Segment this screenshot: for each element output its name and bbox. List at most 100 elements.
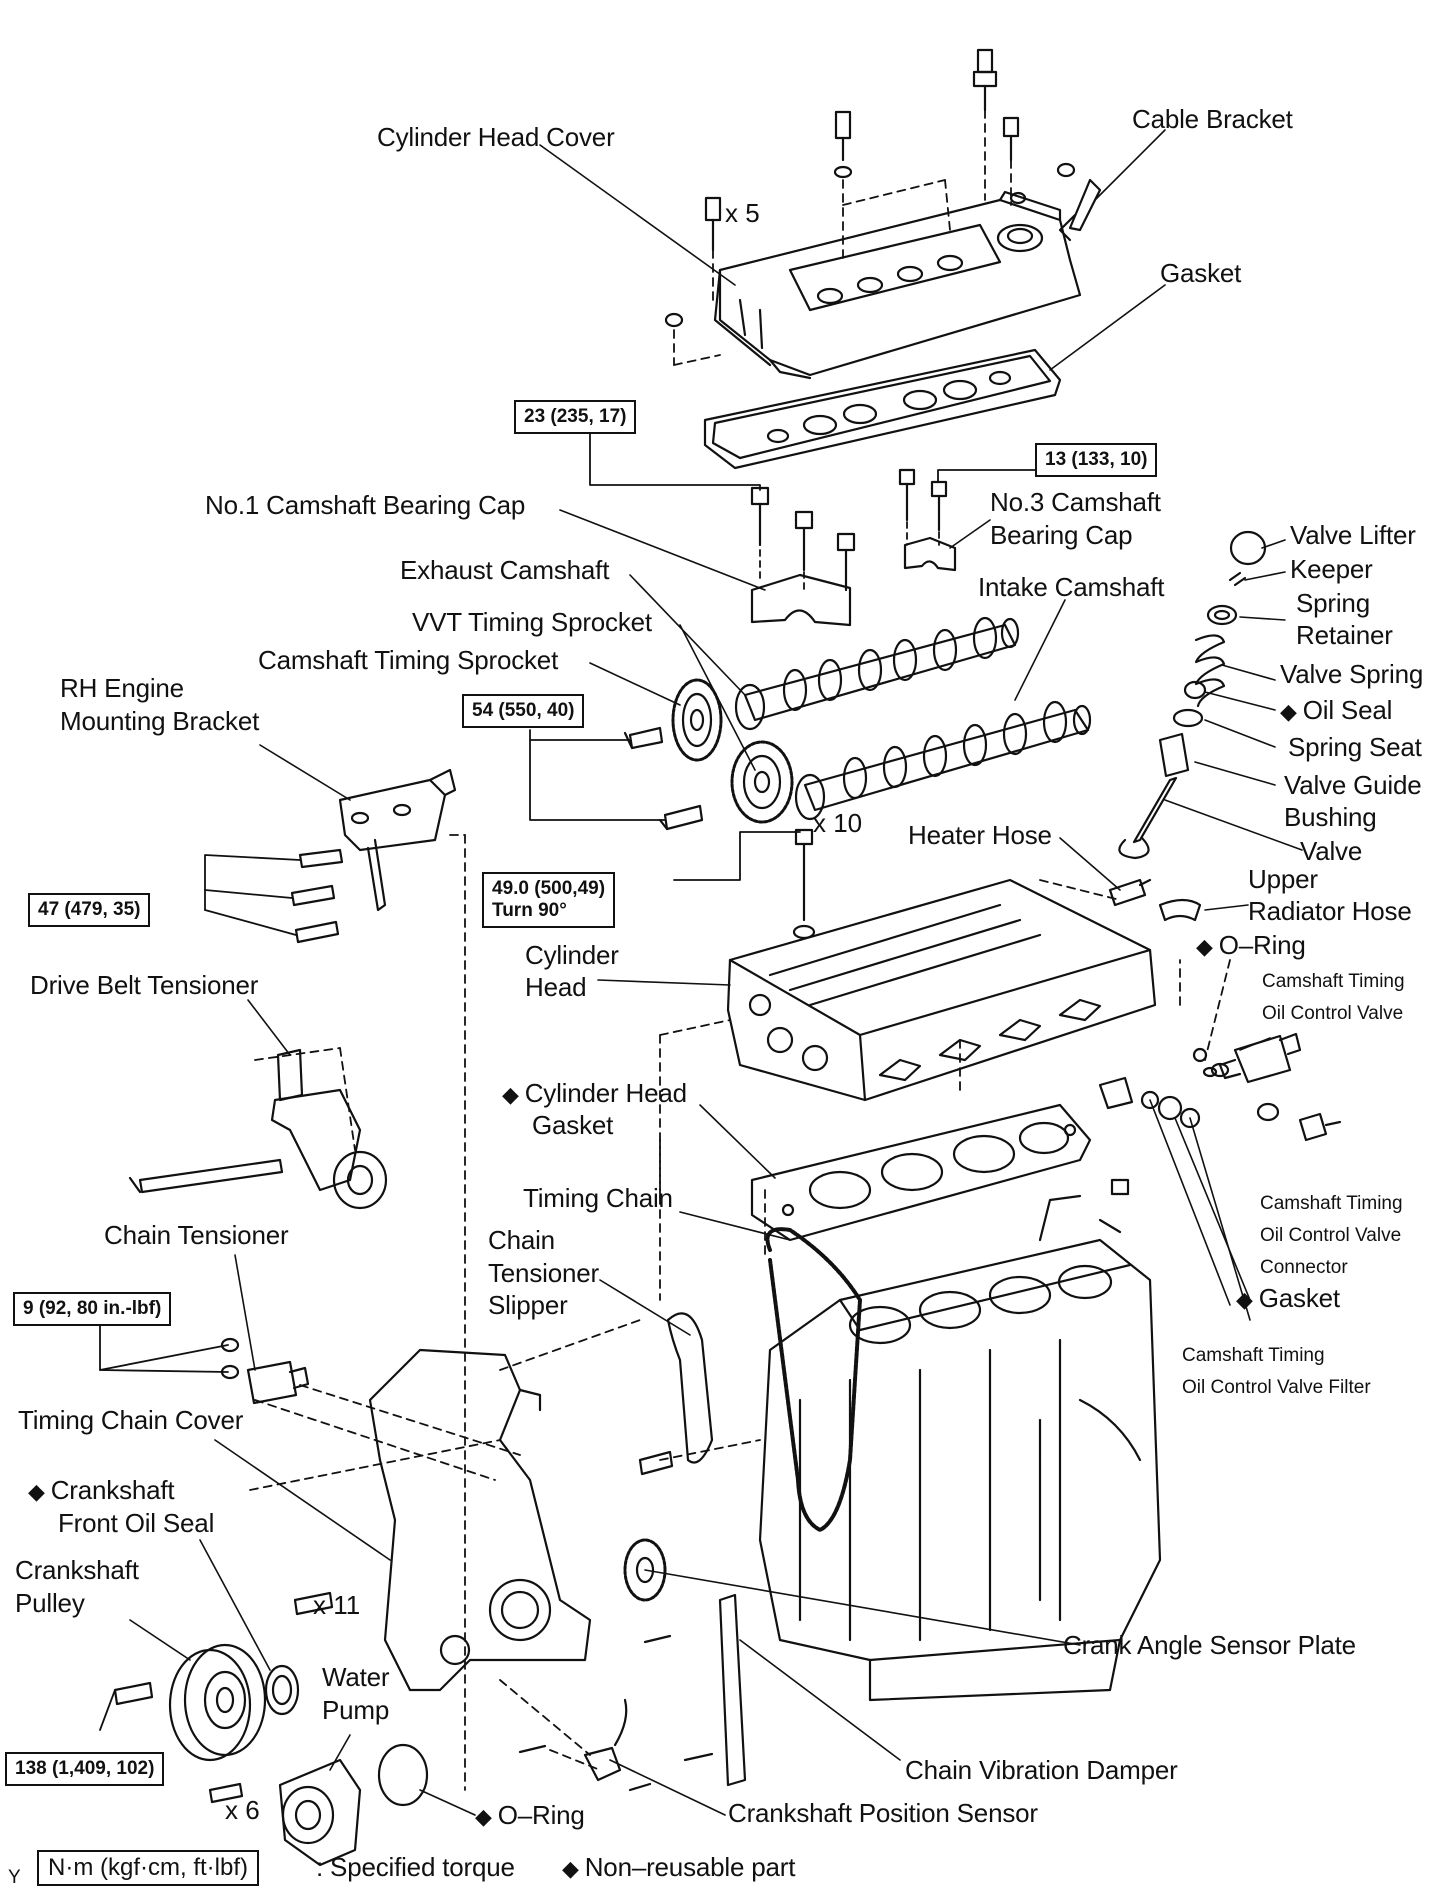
label-cam-ocv-line2: Oil Control Valve xyxy=(1262,1003,1404,1024)
label-valve-guide-line1: Valve Guide xyxy=(1284,770,1422,800)
label-no1-camshaft-bearing-cap: No.1 Camshaft Bearing Cap xyxy=(205,490,526,520)
label-valve-lifter: Valve Lifter xyxy=(1290,520,1416,550)
label-crankshaft-position-sensor: Crankshaft Position Sensor xyxy=(728,1798,1038,1828)
label-spring-seat: Spring Seat xyxy=(1288,732,1422,762)
chain-vibration-damper-part xyxy=(718,1593,747,1787)
label-cam-ocv-line1: Camshaft Timing xyxy=(1262,971,1405,992)
label-exhaust-camshaft: Exhaust Camshaft xyxy=(400,555,610,585)
label-cylinder-head-gasket-line1: ◆Cylinder Head xyxy=(502,1078,687,1108)
label-intake-camshaft: Intake Camshaft xyxy=(978,572,1165,602)
heater-hose-part xyxy=(1108,878,1152,907)
label-crank-front-seal-line1: ◆Crankshaft xyxy=(28,1475,175,1505)
legend-specified-torque: : Specified torque xyxy=(316,1852,515,1882)
alignment-dash-lines xyxy=(249,834,1231,1791)
qty-x5: x 5 xyxy=(725,198,760,228)
label-cam-ocv-filter-line2: Oil Control Valve Filter xyxy=(1182,1377,1371,1398)
label-valve-guide-line2: Bushing xyxy=(1284,802,1377,832)
label-oil-seal: ◆Oil Seal xyxy=(1280,695,1393,725)
cylinder-head-gasket-part xyxy=(750,1103,1092,1242)
label-gasket-mid: ◆Gasket xyxy=(1236,1283,1340,1313)
label-spring-retainer-line2: Retainer xyxy=(1296,620,1393,650)
cover-gasket-part xyxy=(703,348,1062,470)
torque-box-23: 23 (235, 17) xyxy=(514,400,637,434)
label-vvt-timing-sprocket: VVT Timing Sprocket xyxy=(412,607,652,637)
cylinder-head-cover-part xyxy=(713,190,1082,380)
label-water-pump-line1: Water xyxy=(322,1662,390,1692)
crank-angle-sensor-plate-part xyxy=(623,1538,667,1602)
label-rh-engine-line2: Mounting Bracket xyxy=(60,706,260,736)
exhaust-camshaft-part xyxy=(734,616,1020,731)
torque-49-line1: 49.0 (500,49) xyxy=(492,878,606,899)
label-drive-belt-tensioner: Drive Belt Tensioner xyxy=(30,970,259,1000)
label-oring-top: ◆O–Ring xyxy=(1196,930,1306,960)
intake-camshaft-part xyxy=(794,700,1092,821)
label-heater-hose: Heater Hose xyxy=(908,820,1052,850)
label-crank-pulley-line2: Pulley xyxy=(15,1588,85,1618)
label-cam-ocv-connector-line1: Camshaft Timing xyxy=(1260,1193,1403,1214)
label-upper-radiator-line1: Upper xyxy=(1248,864,1318,894)
label-chain-tensioner: Chain Tensioner xyxy=(104,1220,289,1250)
drive-belt-tensioner-part xyxy=(128,1048,388,1210)
camshaft-timing-sprocket-part xyxy=(671,678,723,762)
torque-leaders xyxy=(99,429,1041,1731)
label-valve: Valve xyxy=(1300,836,1363,866)
torque-box-138: 138 (1,409, 102) xyxy=(5,1752,165,1786)
label-spring-retainer-line1: Spring xyxy=(1296,588,1370,618)
rh-mounting-bracket-part xyxy=(290,768,457,944)
oring-top-part xyxy=(1192,1047,1208,1063)
diamond-icon: ◆ xyxy=(562,1856,579,1881)
label-timing-chain-cover: Timing Chain Cover xyxy=(18,1405,244,1435)
valve-parts xyxy=(1118,530,1267,860)
water-pump-part xyxy=(208,1758,362,1867)
leader-lines xyxy=(129,129,1303,1816)
label-cam-ocv-connector-line2: Oil Control Valve xyxy=(1260,1225,1402,1246)
cover-bolts xyxy=(664,48,1076,328)
label-cylinder-line1: Cylinder xyxy=(525,940,619,970)
label-water-pump-line2: Pump xyxy=(322,1695,390,1725)
no1-cam-cap-part xyxy=(750,486,856,627)
label-crank-front-seal-line2: Front Oil Seal xyxy=(58,1508,215,1538)
engine-block-part xyxy=(758,1178,1162,1702)
cam-ocv-filter-part xyxy=(1098,1076,1201,1129)
label-cam-ocv-filter-line1: Camshaft Timing xyxy=(1182,1345,1325,1366)
label-cam-ocv-connector-line3: Connector xyxy=(1260,1257,1348,1278)
cable-bracket-part xyxy=(1058,178,1102,242)
cover-dash-lines xyxy=(673,109,1012,366)
label-chain-slipper-line1: Chain xyxy=(488,1225,555,1255)
label-cable-bracket: Cable Bracket xyxy=(1132,104,1293,134)
label-rh-engine-line1: RH Engine xyxy=(60,673,184,703)
label-crank-pulley-line1: Crankshaft xyxy=(15,1555,139,1585)
torque-box-13: 13 (133, 10) xyxy=(1035,443,1158,477)
crankshaft-position-sensor-part xyxy=(518,1698,652,1792)
torque-box-9: 9 (92, 80 in.-lbf) xyxy=(13,1292,172,1326)
label-cylinder-line2: Head xyxy=(525,972,587,1002)
label-timing-chain: Timing Chain xyxy=(523,1183,673,1213)
label-crank-angle-sensor-plate: Crank Angle Sensor Plate xyxy=(1063,1630,1356,1660)
torque-box-47: 47 (479, 35) xyxy=(28,893,151,927)
no3-cam-cap-part xyxy=(898,468,957,572)
crankshaft-pulley-part xyxy=(113,1643,267,1762)
label-camshaft-timing-sprocket: Camshaft Timing Sprocket xyxy=(258,645,559,675)
upper-radiator-hose-part xyxy=(1158,898,1202,922)
label-chain-slipper-line2: Tensioner xyxy=(488,1258,599,1288)
label-gasket-top: Gasket xyxy=(1160,258,1242,288)
qty-x6: x 6 xyxy=(225,1795,260,1825)
label-oring-bottom: ◆O–Ring xyxy=(475,1800,585,1830)
qty-x10: x 10 xyxy=(813,808,863,838)
label-chain-slipper-line3: Slipper xyxy=(488,1290,568,1320)
label-no3-camshaft-line1: No.3 Camshaft xyxy=(990,487,1161,517)
oring-bottom-part xyxy=(377,1743,429,1807)
qty-x11: x 11 xyxy=(313,1590,361,1620)
label-valve-spring: Valve Spring xyxy=(1280,659,1424,689)
label-chain-vibration-damper: Chain Vibration Damper xyxy=(905,1755,1178,1785)
cam-ocv-part xyxy=(1202,1032,1342,1142)
chain-tensioner-part xyxy=(220,1337,310,1405)
label-keeper: Keeper xyxy=(1290,554,1373,584)
label-cylinder-head-cover: Cylinder Head Cover xyxy=(377,122,615,152)
cylinder-head-part xyxy=(726,878,1157,1102)
legend-unit-box: N·m (kgf·cm, ft·lbf) xyxy=(37,1850,259,1886)
label-cylinder-head-gasket-line2: Gasket xyxy=(532,1110,614,1140)
label-upper-radiator-line2: Radiator Hose xyxy=(1248,896,1412,926)
